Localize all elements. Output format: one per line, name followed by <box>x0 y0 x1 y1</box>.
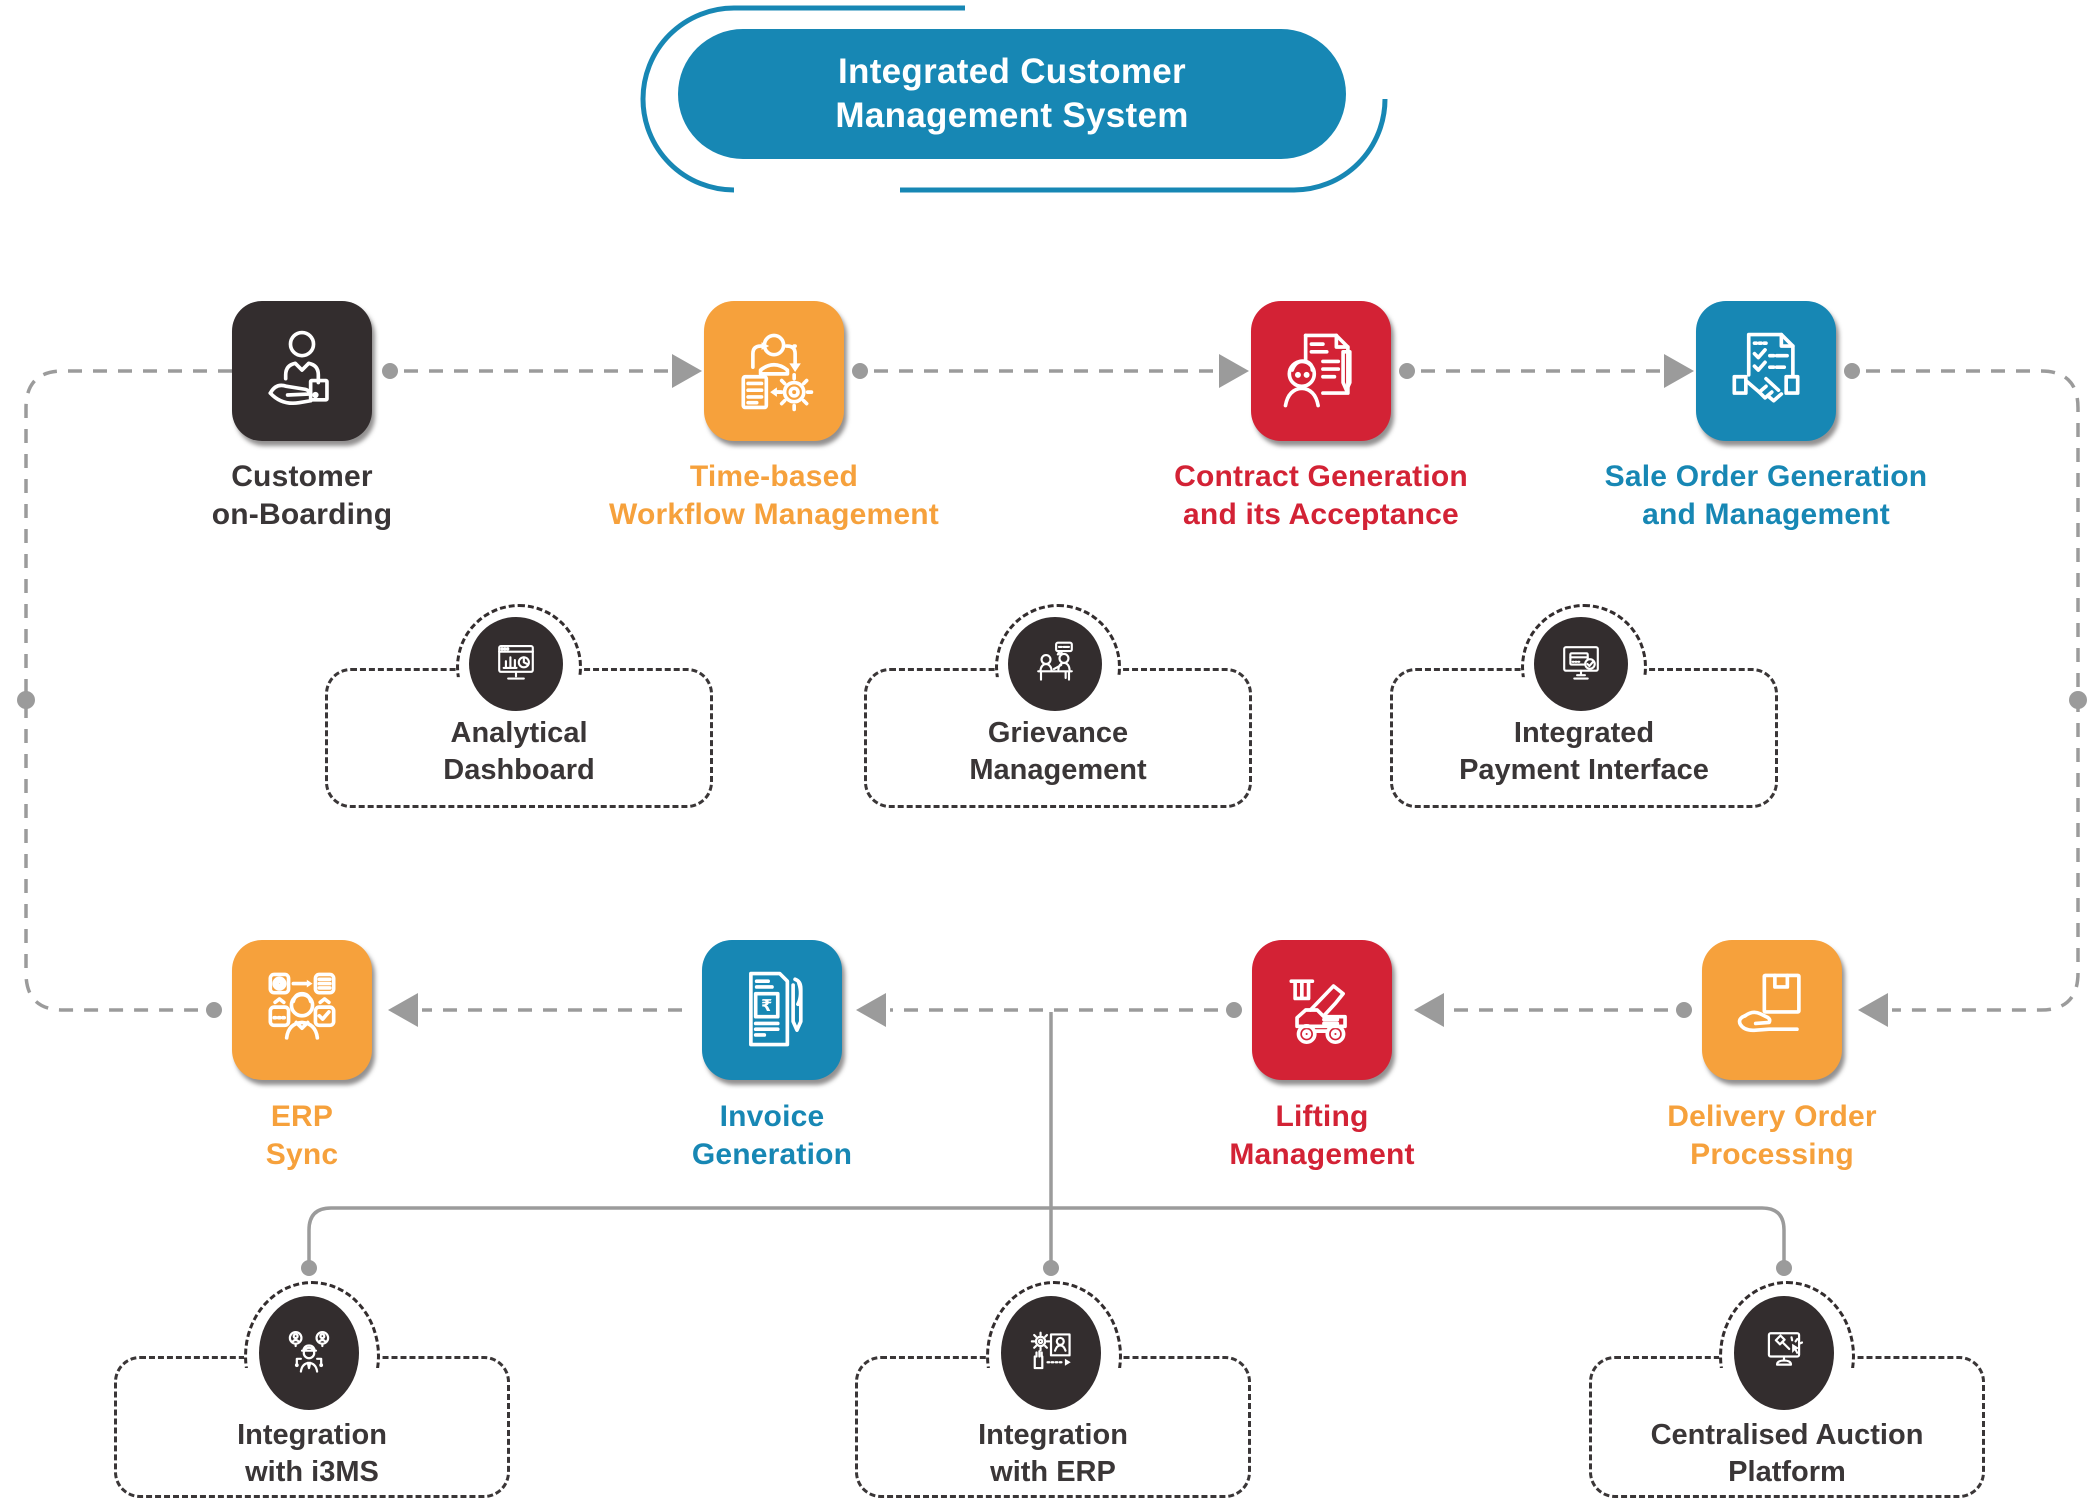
label-line: Centralised Auction <box>1650 1419 1924 1451</box>
time-workflow-icon <box>741 333 814 412</box>
label-line: ERP <box>270 1100 334 1133</box>
label-line: and its Acceptance <box>1183 498 1459 531</box>
label-line: Management <box>1229 1138 1415 1171</box>
connector-arrows <box>388 354 1888 1027</box>
label-line: Customer <box>231 460 373 493</box>
label-erp-sync: ERP Sync <box>62 1098 542 1174</box>
circle-analytical-dashboard <box>469 617 563 711</box>
tile-erp-sync <box>232 940 372 1080</box>
circle-auction-platform <box>1734 1296 1834 1410</box>
title-line-2: Management System <box>835 96 1189 135</box>
label-lifting-management: Lifting Management <box>1082 1098 1562 1174</box>
label-line: Generation <box>691 1138 853 1171</box>
tile-sale-order <box>1696 301 1836 441</box>
delivery-parcel-icon <box>1737 973 1801 1033</box>
label-line: and Management <box>1642 498 1890 531</box>
label-sale-order: Sale Order Generation and Management <box>1526 458 2006 534</box>
circle-payment-interface <box>1534 617 1628 711</box>
tile-lifting-management <box>1252 940 1392 1080</box>
customer-onboarding-icon <box>268 330 329 405</box>
i3ms-team-icon <box>288 1331 330 1373</box>
integration-tree <box>307 1012 1786 1268</box>
label-line: Lifting <box>1275 1100 1369 1133</box>
label-line: Integration <box>237 1419 387 1451</box>
label-delivery-order: Delivery Order Processing <box>1532 1098 2012 1174</box>
label-contract-generation: Contract Generation and its Acceptance <box>1081 458 1561 534</box>
integration-label: Integration with ERP <box>858 1417 1248 1491</box>
label-line: Invoice <box>719 1100 825 1133</box>
integration-label: Centralised Auction Platform <box>1592 1417 1982 1491</box>
erp-sync-icon <box>268 972 336 1040</box>
integration-label: Integration with i3MS <box>117 1417 507 1491</box>
label-time-workflow: Time-based Workflow Management <box>534 458 1014 534</box>
label-line: Integration <box>978 1419 1128 1451</box>
invoice-generation-icon: ₹ <box>749 971 803 1047</box>
label-line: Payment Interface <box>1459 754 1709 786</box>
svg-text:₹: ₹ <box>761 996 772 1015</box>
sale-order-handshake-icon <box>1732 332 1800 403</box>
tile-time-workflow <box>704 301 844 441</box>
label-line: Processing <box>1690 1138 1854 1171</box>
label-line: Delivery Order <box>1667 1100 1877 1133</box>
grievance-chat-icon <box>1037 641 1073 681</box>
lifting-crane-icon <box>1289 979 1347 1044</box>
header-ring-arc <box>640 5 1388 193</box>
contract-generation-icon <box>1283 333 1352 408</box>
box-integration-erp: Integration with ERP <box>855 1356 1251 1498</box>
connector-dots <box>17 363 2087 1276</box>
circle-grievance <box>1008 617 1102 711</box>
label-customer-onboarding: Customer on-Boarding <box>62 458 542 534</box>
label-line: Platform <box>1728 1456 1846 1488</box>
title-line-1: Integrated Customer <box>838 52 1186 91</box>
label-line: Time-based <box>689 460 859 493</box>
label-line: Contract Generation <box>1174 460 1468 493</box>
left-rail <box>24 369 232 1012</box>
auction-gavel-icon <box>1767 1332 1804 1366</box>
label-line: Grievance <box>987 717 1129 749</box>
label-line: Integrated <box>1513 717 1655 749</box>
label-line: Sale Order Generation <box>1604 460 1928 493</box>
label-line: Analytical <box>450 717 588 749</box>
tile-contract-generation <box>1251 301 1391 441</box>
label-line: on-Boarding <box>211 498 393 531</box>
circle-integration-i3ms <box>259 1296 359 1410</box>
label-line: Sync <box>265 1138 339 1171</box>
label-line: Dashboard <box>443 754 595 786</box>
tile-delivery-order <box>1702 940 1842 1080</box>
circle-integration-erp <box>1001 1296 1101 1410</box>
support-label: Integrated Payment Interface <box>1393 715 1775 789</box>
support-label: Grievance Management <box>867 715 1249 789</box>
label-line: Management <box>969 754 1147 786</box>
tile-invoice-generation: ₹ <box>702 940 842 1080</box>
header-title-pill: Integrated Customer Management System <box>678 29 1346 159</box>
erp-process-icon <box>1030 1331 1071 1370</box>
label-line: Workflow Management <box>609 498 939 531</box>
analytics-dashboard-icon <box>498 645 534 680</box>
label-line: with i3MS <box>245 1456 379 1488</box>
tile-customer-onboarding <box>232 301 372 441</box>
payment-interface-icon <box>1563 646 1599 680</box>
label-line: with ERP <box>990 1456 1116 1488</box>
support-label: Analytical Dashboard <box>328 715 710 789</box>
label-invoice-generation: Invoice Generation <box>532 1098 1012 1174</box>
